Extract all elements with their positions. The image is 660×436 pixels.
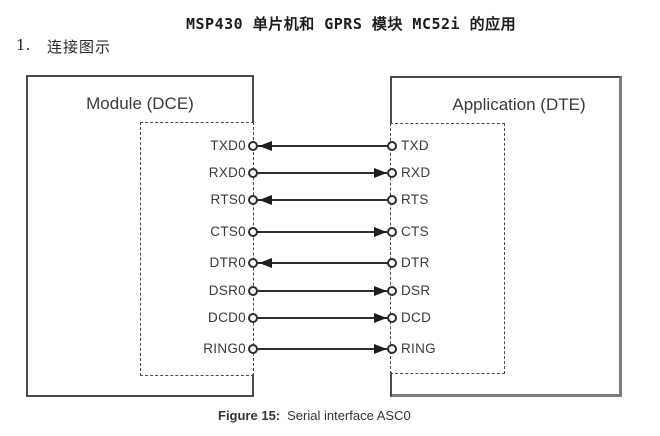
dte-pin-label: RXD	[401, 165, 431, 180]
signal-row-dtr: DTR0 DTR	[0, 255, 660, 271]
list-item-label: 连接图示	[47, 38, 112, 56]
signal-row-rxd: RXD0 RXD	[0, 165, 660, 181]
signal-row-dcd: DCD0 DCD	[0, 310, 660, 326]
dte-pin-label: RING	[401, 341, 436, 356]
dte-pin-label: CTS	[401, 224, 429, 239]
arrow-left-icon	[259, 258, 272, 268]
dce-pin-label: RXD0	[208, 165, 246, 180]
module-dce-title: Module (DCE)	[86, 94, 194, 113]
dce-pin-circle	[248, 227, 258, 237]
arrow-right-icon	[374, 168, 387, 178]
dte-pin-circle	[387, 313, 397, 323]
figure-caption: Figure 15: Serial interface ASC0	[218, 408, 411, 423]
dce-pin-circle	[248, 344, 258, 354]
dte-pin-circle	[387, 141, 397, 151]
dce-pin-label: DSR0	[208, 283, 246, 298]
dte-pin-circle	[387, 344, 397, 354]
dce-pin-label: RTS0	[210, 192, 246, 207]
application-dte-box	[392, 76, 622, 397]
dce-pin-label: DCD0	[208, 310, 246, 325]
wire	[253, 199, 391, 201]
dce-pin-circle	[248, 141, 258, 151]
wire	[253, 348, 391, 350]
arrow-right-icon	[374, 313, 387, 323]
dte-pin-label: DSR	[401, 283, 431, 298]
dce-pin-circle	[248, 313, 258, 323]
dte-pin-circle	[387, 258, 397, 268]
dte-pin-label: DTR	[401, 255, 430, 270]
list-item-number: 1.	[16, 36, 31, 54]
arrow-right-icon	[374, 227, 387, 237]
signal-row-txd: TXD0 TXD	[0, 138, 660, 154]
dce-pin-label: RING0	[203, 341, 246, 356]
module-dce-box	[26, 75, 254, 397]
dte-pin-label: TXD	[401, 138, 429, 153]
dte-pin-circle	[387, 195, 397, 205]
dce-pin-label: CTS0	[210, 224, 246, 239]
arrow-right-icon	[374, 286, 387, 296]
figure-caption-label: Figure 15:	[218, 408, 281, 423]
dte-pin-circle	[387, 168, 397, 178]
dce-pin-circle	[248, 258, 258, 268]
figure-caption-text: Serial interface ASC0	[287, 408, 411, 423]
dte-pin-label: RTS	[401, 192, 429, 207]
arrow-left-icon	[259, 195, 272, 205]
wire	[253, 262, 391, 264]
signal-row-rts: RTS0 RTS	[0, 192, 660, 208]
dce-pin-circle	[248, 286, 258, 296]
wire	[253, 231, 391, 233]
arrow-left-icon	[259, 141, 272, 151]
signal-row-cts: CTS0 CTS	[0, 224, 660, 240]
dce-right-edge-top	[252, 75, 254, 123]
dte-left-edge-bottom	[390, 372, 392, 397]
dte-left-edge-top	[390, 76, 392, 124]
wire	[253, 172, 391, 174]
dce-pin-circle	[248, 195, 258, 205]
dce-pin-label: TXD0	[210, 138, 246, 153]
dce-right-edge-bottom	[252, 374, 254, 397]
wire	[253, 145, 391, 147]
dte-interface-dashed-box	[390, 123, 505, 374]
signal-row-dsr: DSR0 DSR	[0, 283, 660, 299]
application-dte-title: Application (DTE)	[452, 95, 586, 114]
wire	[253, 290, 391, 292]
signal-row-ring: RING0 RING	[0, 341, 660, 357]
wire	[253, 317, 391, 319]
dce-interface-dashed-box	[140, 122, 254, 376]
dte-pin-circle	[387, 227, 397, 237]
dte-pin-circle	[387, 286, 397, 296]
document-title: MSP430 单片机和 GPRS 模块 MC52i 的应用	[186, 15, 517, 33]
arrow-right-icon	[374, 344, 387, 354]
dte-pin-label: DCD	[401, 310, 432, 325]
dce-pin-label: DTR0	[209, 255, 246, 270]
dce-pin-circle	[248, 168, 258, 178]
